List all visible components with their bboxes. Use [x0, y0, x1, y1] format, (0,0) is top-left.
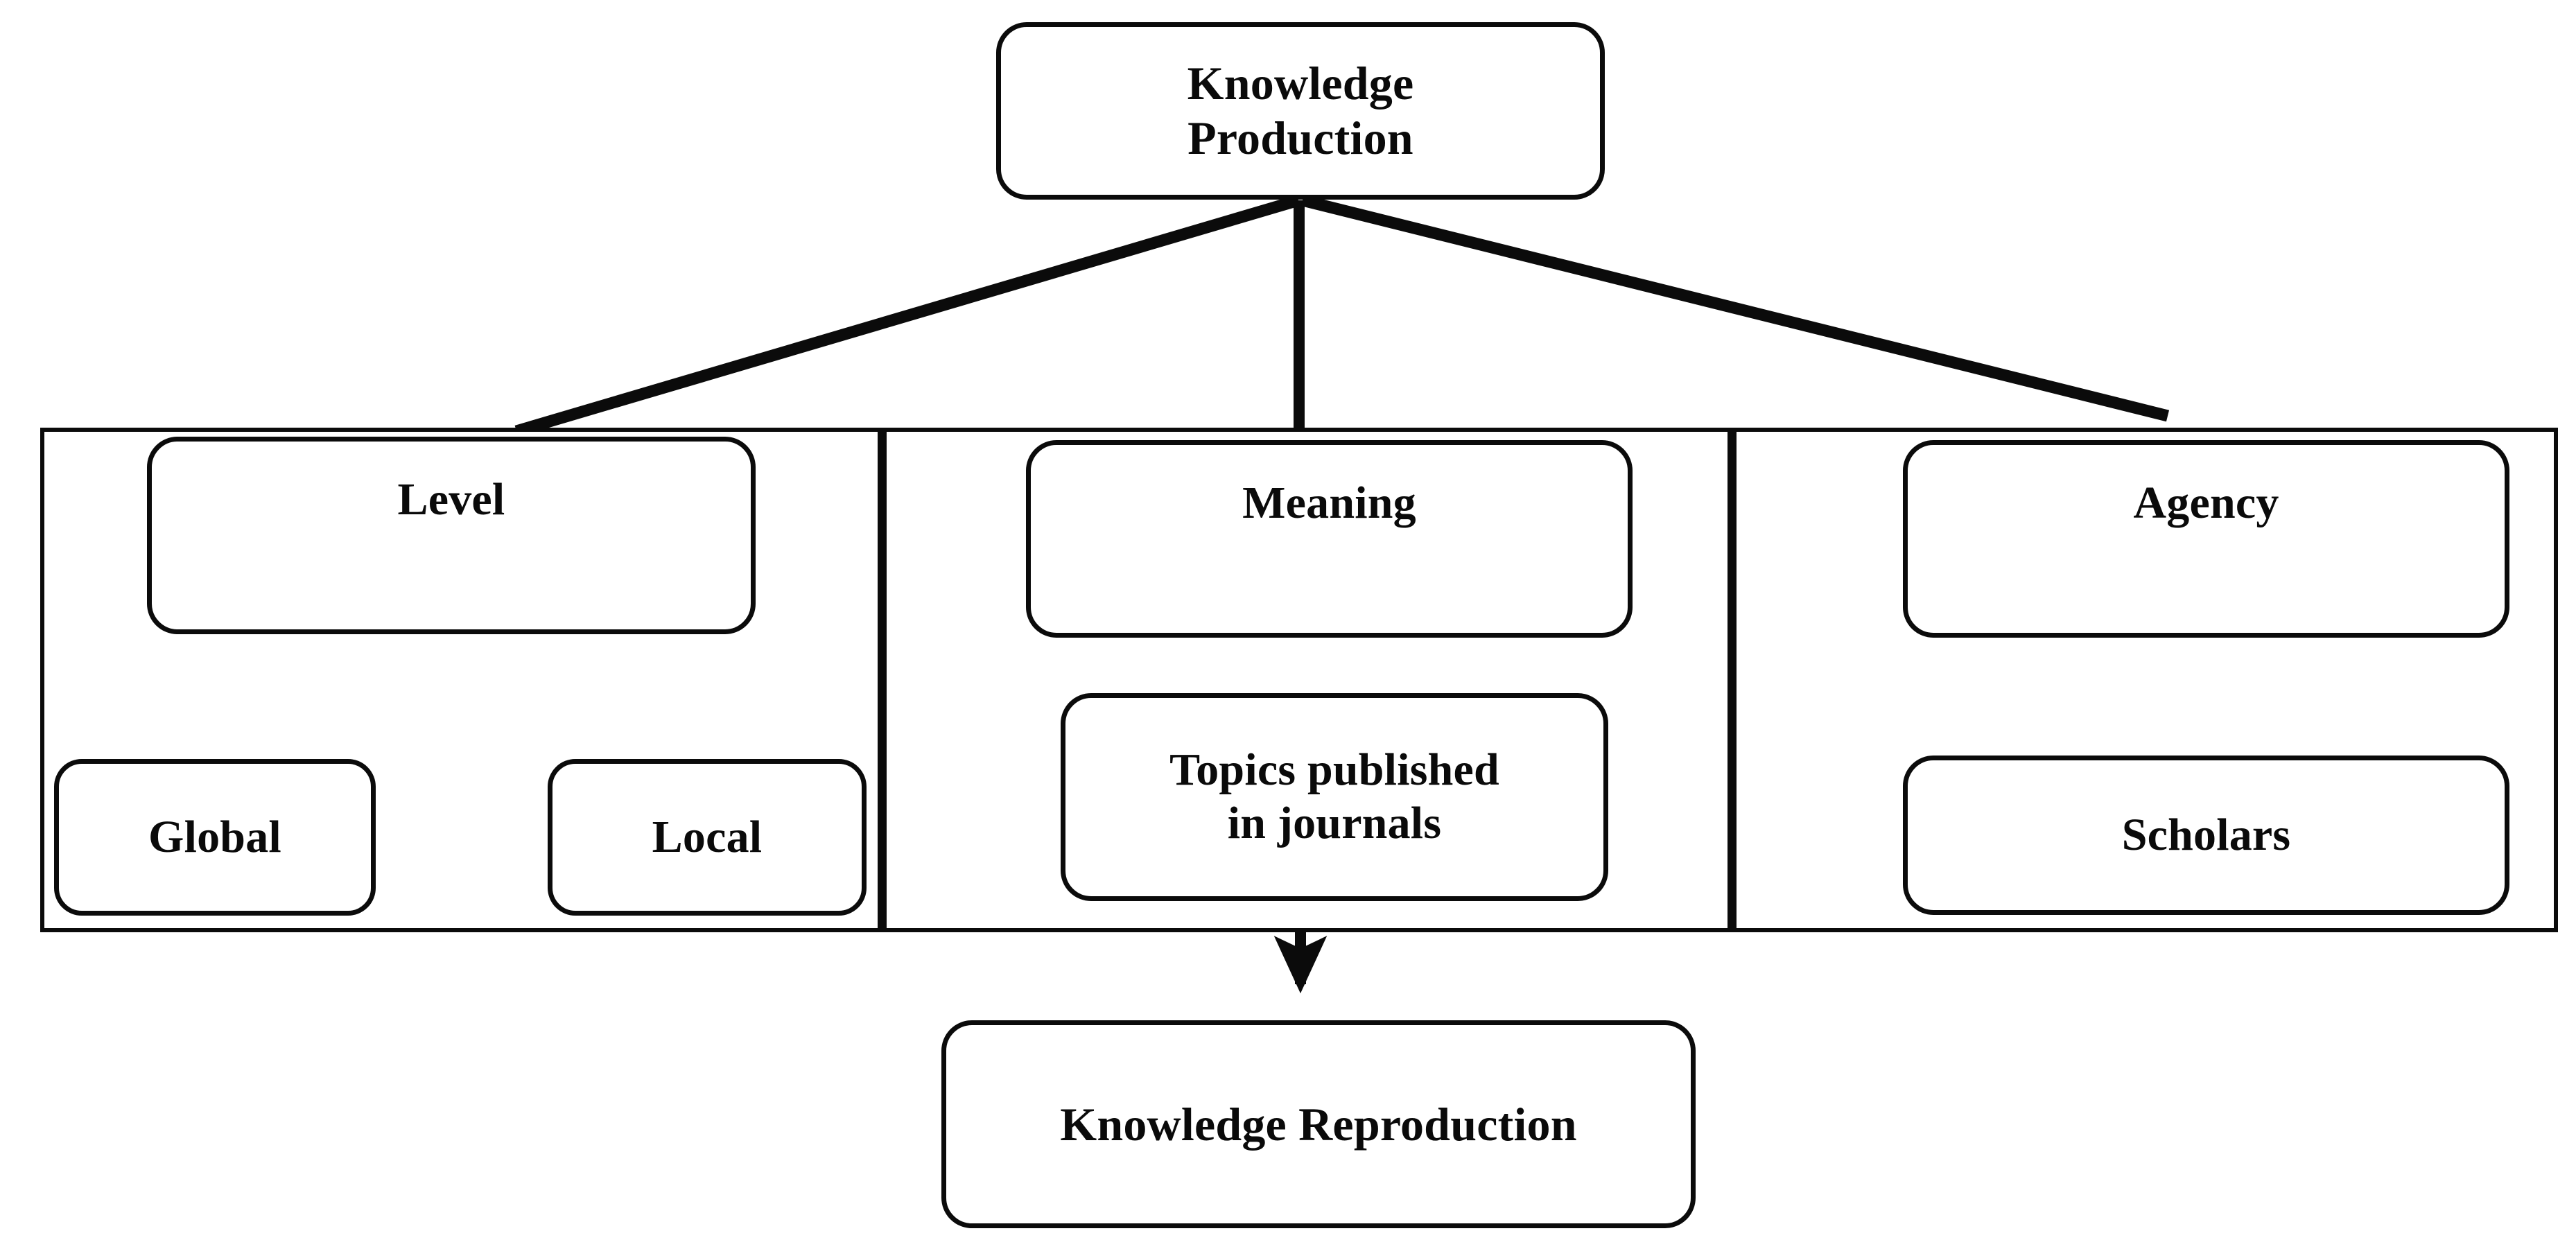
node-global[interactable]: Global	[54, 759, 376, 916]
panel-divider-right	[1728, 428, 1737, 932]
node-meaning-label: Meaning	[1242, 478, 1416, 528]
node-knowledge-reproduction-label: Knowledge Reproduction	[1060, 1097, 1577, 1151]
node-knowledge-production-label: Knowledge Production	[1187, 57, 1414, 164]
node-meaning[interactable]: Meaning	[1026, 440, 1633, 638]
node-topics-published-in-journals[interactable]: Topics published in journals	[1061, 693, 1608, 901]
node-level[interactable]: Level	[147, 437, 756, 634]
node-scholars[interactable]: Scholars	[1903, 756, 2509, 915]
node-scholars-label: Scholars	[2121, 809, 2291, 860]
node-knowledge-production[interactable]: Knowledge Production	[996, 22, 1605, 200]
edge-production-to-level	[514, 194, 1300, 437]
edge-production-to-agency	[1300, 194, 2170, 422]
node-level-label: Level	[397, 474, 505, 525]
node-local[interactable]: Local	[548, 759, 867, 916]
node-topics-published-in-journals-label: Topics published in journals	[1169, 744, 1499, 848]
node-knowledge-reproduction[interactable]: Knowledge Reproduction	[941, 1020, 1696, 1228]
panel-divider-left	[878, 428, 887, 932]
node-global-label: Global	[148, 811, 281, 862]
node-agency-label: Agency	[2133, 478, 2279, 528]
node-agency[interactable]: Agency	[1903, 440, 2509, 638]
node-local-label: Local	[652, 811, 763, 862]
